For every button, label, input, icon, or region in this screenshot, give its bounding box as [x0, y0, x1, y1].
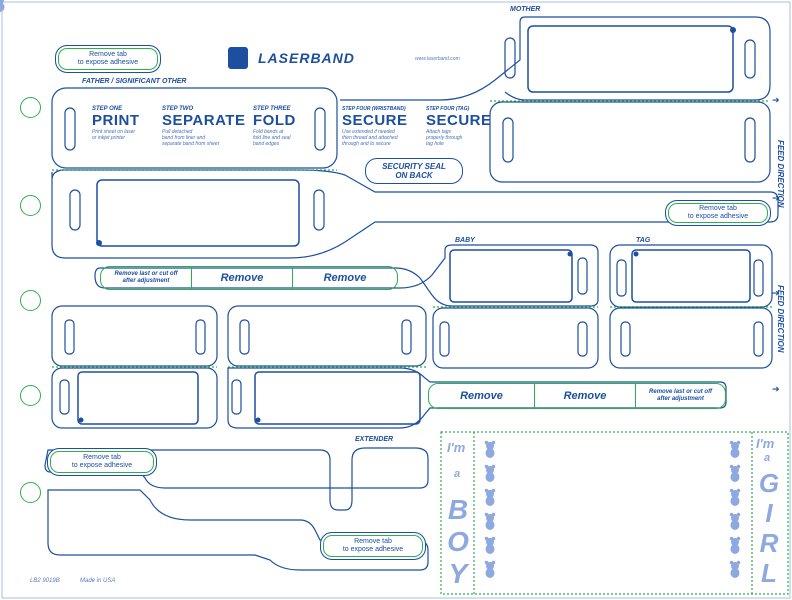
- girl-letter: L: [761, 558, 777, 588]
- boy-letter: B: [447, 494, 469, 525]
- step-text: Use extended if needed then thread and a…: [342, 129, 398, 147]
- remove-tab-extender-top[interactable]: Remove tab to expose adhesive: [47, 448, 157, 476]
- girl-letter: G: [758, 468, 780, 498]
- boy-prefix: I'm: [447, 440, 466, 455]
- remove-segment[interactable]: Remove: [429, 384, 535, 408]
- brand-name: LASERBAND: [258, 50, 355, 66]
- punch-hole: [20, 195, 41, 216]
- step-head: STEP TWO: [162, 106, 194, 112]
- father-label: FATHER / SIGNIFICANT OTHER: [82, 78, 187, 85]
- security-seal-note: SECURITY SEAL ON BACK: [365, 158, 463, 184]
- step-title: PRINT: [92, 112, 140, 129]
- step-title: SEPARATE: [162, 112, 246, 129]
- step-head: STEP THREE: [253, 106, 291, 112]
- strip-note: Remove last or cut off after adjustment: [649, 389, 712, 402]
- step-title: FOLD: [253, 112, 296, 129]
- girl-prefix-a: a: [764, 452, 771, 464]
- arrow-right-icon: ➔: [772, 289, 780, 299]
- step-text: Print sheet on laser or inkjet printer: [92, 129, 136, 141]
- feed-direction-label: FEED DIRECTION: [776, 285, 785, 353]
- punch-hole: [20, 97, 41, 118]
- baby-label: BABY: [455, 237, 475, 244]
- step-four-wristband: STEP FOUR (WRISTBAND) SECURE Use extende…: [342, 106, 426, 147]
- remove-tab-extender-bottom[interactable]: Remove tab to expose adhesive: [320, 532, 426, 560]
- arrow-right-icon: ➔: [772, 385, 780, 395]
- step-head: STEP FOUR (WRISTBAND): [342, 106, 406, 112]
- step-title: SECURE: [342, 112, 408, 129]
- step-two: STEP TWO SEPARATE Pull detached band fro…: [162, 106, 252, 147]
- step-text: Fold bands at fold line and seal band ed…: [253, 129, 291, 147]
- punch-hole: [20, 482, 41, 503]
- boy-prefix-a: a: [454, 468, 461, 480]
- boy-letter: Y: [448, 558, 468, 589]
- website: www.laserband.com: [415, 56, 460, 62]
- strip-note: Remove last or cut off after adjustment: [101, 267, 192, 289]
- boy-letter: O: [447, 526, 469, 557]
- laserband-logo-icon: [228, 47, 248, 69]
- form-code: LB2 9019B: [30, 578, 60, 584]
- remove-strip-right[interactable]: Remove Remove Remove last or cut off aft…: [428, 383, 726, 409]
- step-text: Attach tags properly through tag hole: [426, 129, 463, 147]
- mother-label: MOTHER: [510, 6, 541, 13]
- arrow-right-icon: ➔: [772, 96, 780, 106]
- remove-segment[interactable]: Remove: [192, 267, 293, 289]
- remove-strip-left[interactable]: Remove last or cut off after adjustment …: [100, 266, 398, 290]
- tag-label: TAG: [636, 237, 651, 244]
- punch-hole: [20, 385, 41, 406]
- girl-letter: I: [765, 498, 773, 528]
- step-title: SECURE: [426, 112, 492, 129]
- step-one: STEP ONE PRINT Print sheet on laser or i…: [92, 106, 162, 141]
- remove-tab-mid[interactable]: Remove tab to expose adhesive: [665, 200, 771, 226]
- feed-direction-label: FEED DIRECTION: [776, 140, 785, 208]
- step-text: Pull detached band from liner and separa…: [162, 129, 219, 147]
- remove-segment[interactable]: Remove: [323, 272, 367, 284]
- remove-tab-top[interactable]: Remove tab to expose adhesive: [55, 45, 161, 73]
- made-in: Made in USA: [80, 578, 116, 584]
- extender-label: EXTENDER: [355, 436, 394, 443]
- punch-hole: [20, 290, 41, 311]
- step-head: STEP FOUR (TAG): [426, 106, 470, 112]
- step-head: STEP ONE: [92, 106, 123, 112]
- arrow-right-icon: ➔: [772, 194, 780, 204]
- girl-letter: R: [759, 528, 779, 558]
- step-four-tag: STEP FOUR (TAG) SECURE Attach tags prope…: [426, 106, 496, 147]
- step-three: STEP THREE FOLD Fold bands at fold line …: [253, 106, 328, 147]
- girl-prefix: I'm: [756, 436, 775, 451]
- remove-segment[interactable]: Remove: [535, 384, 636, 408]
